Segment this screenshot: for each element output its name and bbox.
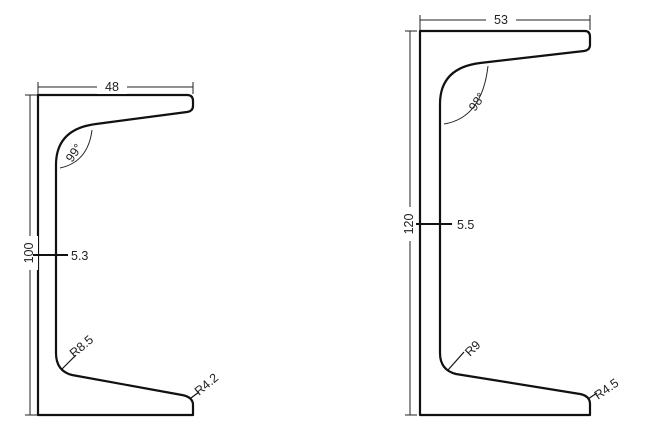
channel-outline: [36, 93, 195, 417]
thickness-label: 5.5: [457, 218, 474, 232]
height-dimension: 100: [22, 94, 38, 416]
angle-label: 98°: [466, 90, 488, 114]
channel-profile-right: 53 120 5.5 98° R9 R4.5: [402, 12, 622, 417]
height-label: 120: [402, 214, 416, 235]
root-radius-callout: R9: [447, 338, 483, 371]
angle-label: 99°: [63, 141, 85, 165]
channel-outline: [418, 29, 592, 417]
thickness-callout: 5.5: [416, 218, 474, 232]
angle-callout: 99°: [59, 129, 93, 169]
channel-profile-left: 48 100 5.3 99° R8.5 R4.2: [22, 79, 221, 417]
toe-radius-callout: R4.5: [587, 376, 622, 403]
toe-radius-label: R4.5: [592, 376, 622, 403]
width-dimension: 48: [37, 79, 194, 94]
height-label: 100: [22, 243, 36, 264]
root-radius-callout: R8.5: [61, 333, 96, 370]
root-radius-label: R8.5: [67, 333, 96, 361]
thickness-callout: 5.3: [33, 249, 88, 263]
width-dimension: 53: [419, 12, 591, 30]
toe-radius-label: R4.2: [192, 371, 221, 399]
thickness-label: 5.3: [71, 249, 88, 263]
width-label: 53: [494, 13, 508, 27]
width-label: 48: [105, 80, 119, 94]
root-radius-label: R9: [462, 338, 483, 359]
height-dimension: 120: [402, 30, 418, 416]
toe-radius-callout: R4.2: [190, 371, 221, 399]
